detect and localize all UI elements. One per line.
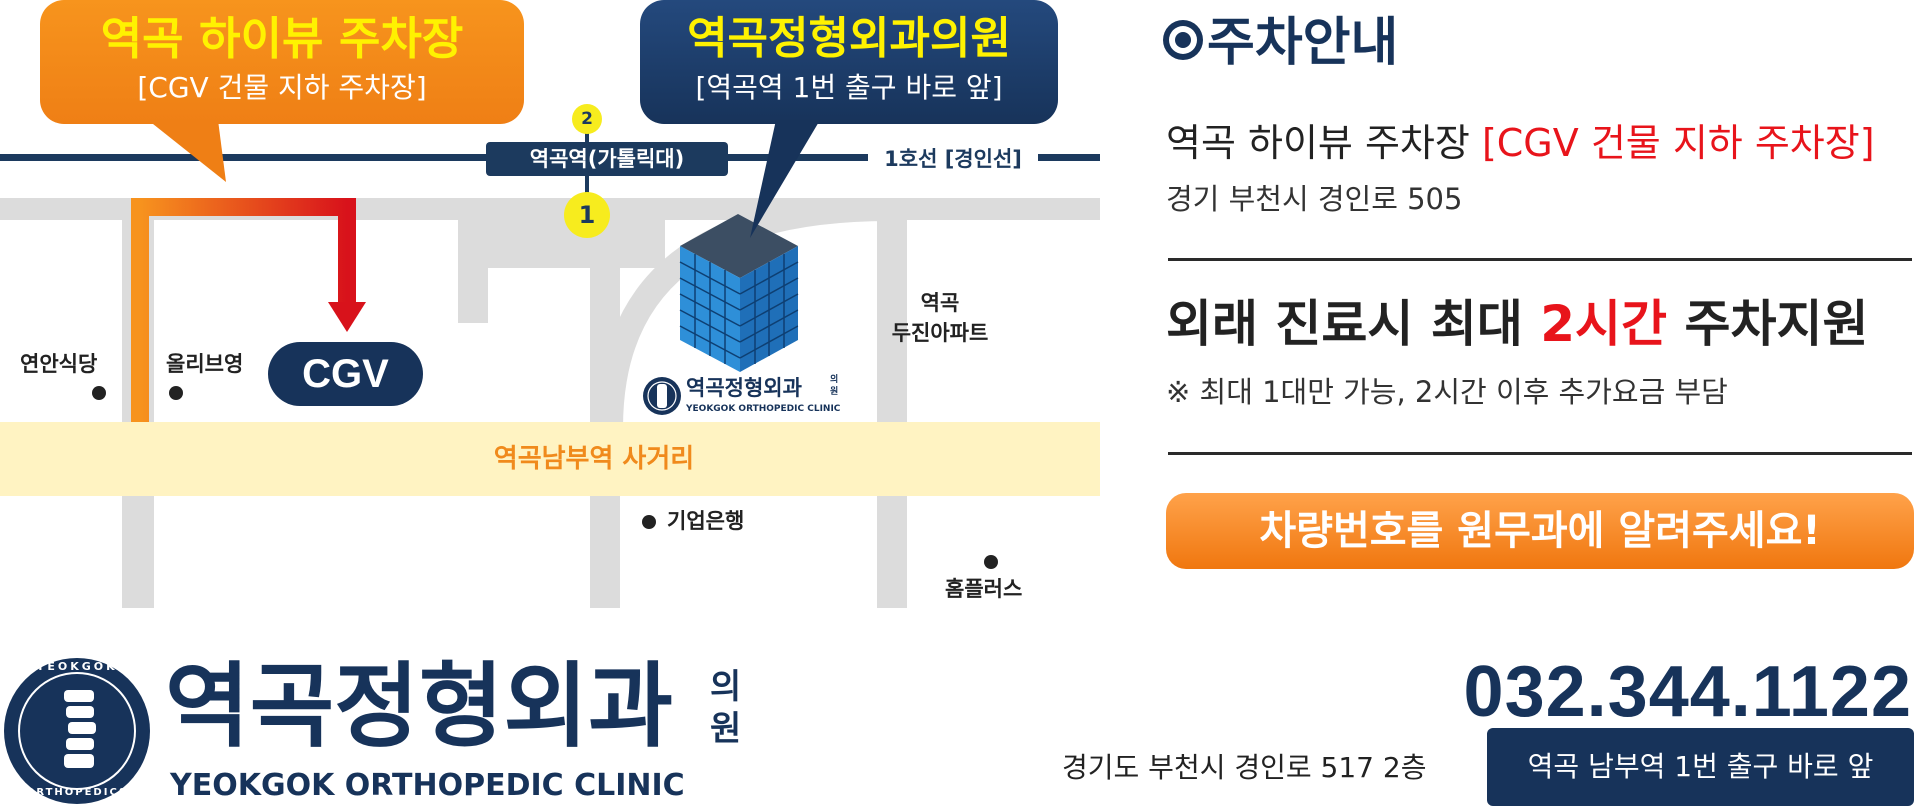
support-highlight: 2시간 xyxy=(1540,295,1668,353)
place-dujin-line2: 두진아파트 xyxy=(891,321,989,345)
callout-clinic-title: 역곡정형외과의원 xyxy=(687,13,1011,64)
callout-clinic: 역곡정형외과의원 [역곡역 1번 출구 바로 앞] xyxy=(640,0,1058,124)
clinic-name-english: YEOKGOK ORTHOPEDIC CLINIC xyxy=(170,768,685,803)
line-label: 1호선 [경인선] xyxy=(868,142,1038,176)
divider-top xyxy=(1168,258,1912,261)
building-logo-name: 역곡정형외과 xyxy=(686,376,802,400)
callout-parking: 역곡 하이뷰 주차장 [CGV 건물 지하 주차장] xyxy=(40,0,524,124)
building-logo: 역곡정형외과 의 원 YEOKGOK ORTHOPEDIC CLINIC xyxy=(642,374,842,420)
clinic-address: 경기도 부천시 경인로 517 2층 xyxy=(1062,751,1427,784)
place-yeonan-restaurant: 연안식당 xyxy=(20,352,98,376)
location-map: 역곡역(가톨릭대) 1호선 [경인선] 2 1 역곡남부역 사거리 CGV 연안… xyxy=(0,0,1100,620)
callout-parking-title: 역곡 하이뷰 주차장 xyxy=(100,12,464,65)
parking-lot-note: [CGV 건물 지하 주차장] xyxy=(1481,121,1875,165)
place-ibk-bank: 기업은행 xyxy=(667,509,745,533)
place-olive-young: 올리브영 xyxy=(166,352,244,376)
place-dot-ibk xyxy=(642,515,656,529)
place-dujin-apartment: 역곡 두진아파트 xyxy=(880,288,1000,348)
place-dot-yeonan xyxy=(92,386,106,400)
target-icon xyxy=(1163,20,1203,60)
building-logo-english: YEOKGOK ORTHOPEDIC CLINIC xyxy=(686,404,841,414)
section-title: 주차안내 xyxy=(1207,13,1399,73)
support-suffix: 주차지원 xyxy=(1684,295,1869,353)
logo-ring-text-bottom: ORTHOPEDICS xyxy=(25,787,129,798)
divider-bottom xyxy=(1168,452,1912,455)
building-logo-icon xyxy=(643,377,681,415)
clinic-name-korean: 역곡정형외과 xyxy=(165,653,673,760)
station-label: 역곡역(가톨릭대) xyxy=(486,142,728,176)
avenue-band xyxy=(0,422,1100,496)
parking-support-line: 외래 진료시 최대 2시간 주차지원 xyxy=(1166,292,1868,356)
parking-lot-name: 역곡 하이뷰 주차장 xyxy=(1166,121,1470,165)
clinic-logo-ring xyxy=(18,672,136,790)
support-prefix: 외래 진료시 최대 xyxy=(1166,295,1523,353)
road-right-vertical xyxy=(877,198,907,608)
callout-clinic-pointer xyxy=(750,120,820,238)
place-dujin-line1: 역곡 xyxy=(920,291,960,315)
spine-icon xyxy=(64,690,96,768)
place-dot-homeplus xyxy=(984,555,998,569)
callout-parking-subtitle: [CGV 건물 지하 주차장] xyxy=(137,71,427,104)
parking-lot-address: 경기 부천시 경인로 505 xyxy=(1166,182,1463,216)
support-note: ※ 최대 1대만 가능, 2시간 이후 추가요금 부담 xyxy=(1166,375,1728,409)
parking-lot-line: 역곡 하이뷰 주차장 [CGV 건물 지하 주차장] xyxy=(1166,118,1875,168)
clinic-name-suffix-1: 의 xyxy=(710,667,742,707)
phone-number: 032.344.1122 xyxy=(1463,652,1912,732)
avenue-label: 역곡남부역 사거리 xyxy=(493,444,695,474)
logo-ring-text-top: YEOKGOK xyxy=(36,660,118,673)
clinic-building-illustration xyxy=(679,214,826,372)
location-badge: 역곡 남부역 1번 출구 바로 앞 xyxy=(1487,728,1914,806)
callout-parking-pointer xyxy=(148,120,226,182)
exit-1-marker: 1 xyxy=(564,192,610,238)
place-homeplus: 홈플러스 xyxy=(945,577,1023,601)
notify-vehicle-banner: 차량번호를 원무과에 알려주세요! xyxy=(1166,493,1914,569)
building-logo-mini-2: 원 xyxy=(830,387,839,397)
cgv-marker: CGV xyxy=(268,342,423,406)
route-arrow xyxy=(131,198,366,422)
callout-clinic-subtitle: [역곡역 1번 출구 바로 앞] xyxy=(695,71,1003,104)
place-dot-olive-young xyxy=(169,386,183,400)
clinic-name-suffix-2: 원 xyxy=(710,709,742,749)
building-logo-mini-1: 의 xyxy=(830,375,839,385)
road-cgv-vertical xyxy=(458,198,488,323)
exit-2-marker: 2 xyxy=(572,104,602,134)
